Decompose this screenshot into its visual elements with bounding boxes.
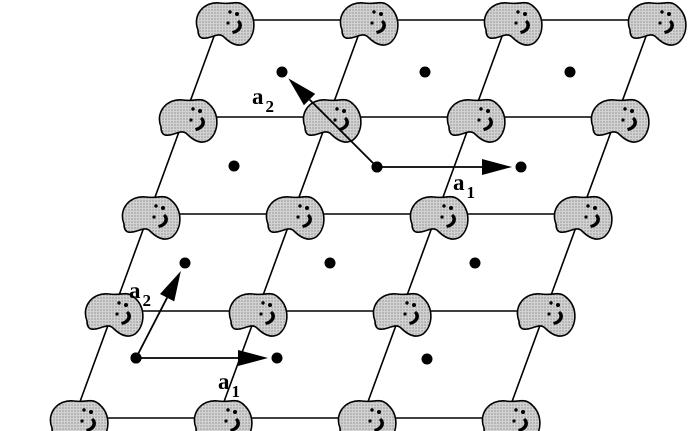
vector-a1-upper-head bbox=[482, 159, 512, 175]
vector-label-base: a bbox=[453, 170, 465, 195]
motif bbox=[265, 195, 325, 240]
vector-a1-lower-end-point bbox=[271, 352, 283, 364]
lattice-point bbox=[419, 66, 431, 78]
basis-vectors bbox=[130, 66, 527, 366]
motif bbox=[193, 399, 253, 431]
motif bbox=[553, 195, 613, 240]
vector-a1-lower-head bbox=[238, 350, 268, 366]
vector-label-base: a bbox=[252, 84, 264, 109]
lattice-point bbox=[469, 257, 481, 269]
lattice-point bbox=[564, 66, 576, 78]
vector-label-subscript: 2 bbox=[143, 291, 152, 310]
vector-a2-upper-head bbox=[288, 78, 316, 106]
vector-a2-upper-shaft bbox=[308, 98, 378, 168]
vector-a2-lower-shaft bbox=[135, 297, 168, 359]
vector-a2-lower-end-point bbox=[179, 257, 191, 269]
motif bbox=[302, 98, 362, 143]
motif bbox=[409, 195, 469, 240]
vector-label-base: a bbox=[129, 278, 141, 303]
motif bbox=[590, 98, 650, 143]
lattice-point bbox=[324, 257, 336, 269]
vector-a1-upper bbox=[371, 159, 527, 175]
vector-a2-upper-origin-point bbox=[371, 161, 383, 173]
vector-a2-lower-origin-point bbox=[130, 352, 142, 364]
vector-label-subscript: 2 bbox=[266, 97, 275, 116]
vector-a2-upper bbox=[276, 66, 383, 173]
lattice-points bbox=[228, 66, 576, 365]
motif bbox=[516, 292, 576, 337]
motif-layer bbox=[49, 1, 687, 431]
vector-label-base: a bbox=[218, 369, 230, 394]
motif bbox=[339, 1, 399, 46]
vector-a2-upper-end-point bbox=[276, 66, 288, 78]
vector-label-subscript: 1 bbox=[467, 183, 476, 202]
motif bbox=[121, 195, 181, 240]
motif bbox=[158, 98, 218, 143]
motif bbox=[195, 1, 255, 46]
motif bbox=[483, 1, 543, 46]
motif bbox=[49, 399, 109, 431]
vector-a1-lower bbox=[130, 350, 283, 366]
lattice-point bbox=[421, 353, 433, 365]
vector-label-subscript: 1 bbox=[232, 382, 241, 401]
vector-a1-upper-end-point bbox=[515, 161, 527, 173]
motif bbox=[228, 292, 288, 337]
lattice-point bbox=[228, 160, 240, 172]
motif bbox=[627, 1, 687, 46]
motif bbox=[481, 399, 541, 431]
motif bbox=[372, 292, 432, 337]
motif bbox=[337, 399, 397, 431]
motif bbox=[446, 98, 506, 143]
vector-a2-lower-head bbox=[160, 270, 181, 302]
vector-a2-lower bbox=[130, 257, 191, 364]
